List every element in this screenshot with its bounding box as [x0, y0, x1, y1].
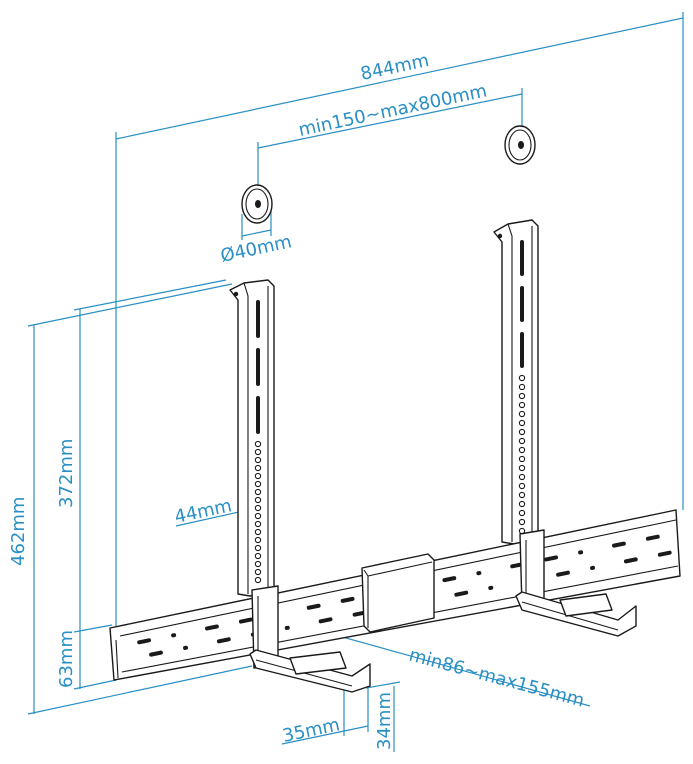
bar-slot	[476, 571, 482, 576]
washer-left	[241, 184, 273, 224]
left-vertical-arm	[229, 279, 275, 597]
washer-right	[504, 125, 536, 165]
arm-hole	[518, 392, 526, 400]
arm-hole	[254, 512, 262, 520]
bar-slot	[556, 570, 570, 577]
arm-height-label: 372mm	[56, 439, 77, 508]
arm-hole	[254, 576, 262, 584]
dimension-lines	[27, 12, 684, 752]
shelf-depth-dim-line	[309, 627, 591, 707]
left-arm-holes	[254, 440, 262, 584]
lip-height-ext-top	[365, 681, 401, 689]
total-height-label: 462mm	[8, 497, 29, 566]
arm-hole	[254, 520, 262, 528]
bar-slot	[623, 557, 638, 564]
arm-height-ext-top	[73, 279, 227, 311]
lip-width-label: 35mm	[281, 714, 342, 747]
arm-hole	[518, 473, 526, 481]
bar-slot	[137, 638, 151, 645]
bar-slot	[183, 645, 189, 650]
total-height-ext-top	[27, 283, 233, 327]
arm-hole	[254, 552, 262, 560]
bar-slot	[318, 617, 333, 624]
arm-hole	[254, 488, 262, 496]
arm-height-ext-bottom	[73, 679, 117, 690]
arm-hole	[254, 496, 262, 504]
center-connector	[361, 553, 435, 633]
arm-hole	[254, 504, 262, 512]
lip-width-dim-line	[281, 725, 369, 745]
arm-hole	[254, 560, 262, 568]
arm-hole	[254, 568, 262, 576]
arm-hole	[518, 455, 526, 463]
shelf-depth-label: min86~max155mm	[407, 645, 587, 712]
arm-hole	[254, 440, 262, 448]
bar-slot	[171, 633, 177, 638]
arm-hole	[518, 437, 526, 445]
arm-hole	[518, 446, 526, 454]
total-height-ext-bottom	[27, 665, 253, 715]
bar-slot	[454, 590, 469, 597]
bar-slot	[544, 555, 558, 562]
arm-hole	[254, 480, 262, 488]
vesa-dim-line	[257, 93, 523, 149]
arm-hole	[518, 419, 526, 427]
bar-slot	[238, 617, 253, 624]
bar-slot	[149, 650, 163, 657]
arm-hole	[518, 428, 526, 436]
arm-hole	[254, 464, 262, 472]
arm-hole	[518, 500, 526, 508]
arm-width-label: 44mm	[173, 495, 234, 528]
right-vertical-arm	[493, 219, 539, 545]
washer-dim-line	[241, 229, 272, 237]
arm-hole	[254, 472, 262, 480]
arm-hole	[254, 536, 262, 544]
arm-hole	[518, 383, 526, 391]
arm-hole	[518, 374, 526, 382]
arm-hole	[518, 518, 526, 526]
arm-hole	[518, 491, 526, 499]
arm-hole	[518, 401, 526, 409]
bar-slot	[578, 550, 584, 555]
bar-slot	[284, 625, 290, 630]
overall-width-dim-line	[115, 17, 684, 140]
bar-slot	[657, 550, 672, 557]
bar-slot	[442, 576, 457, 583]
bar-slot	[306, 603, 321, 610]
bar-height-ext-top	[73, 624, 113, 633]
bar-slot	[216, 637, 231, 644]
arm-hole	[518, 464, 526, 472]
lip-height-label: 34mm	[374, 692, 395, 750]
arm-hole	[254, 528, 262, 536]
arm-hole	[518, 509, 526, 517]
arm-hole	[254, 544, 262, 552]
bar-slot	[488, 585, 494, 591]
bar-height-label: 63mm	[56, 630, 77, 688]
arm-hole	[254, 448, 262, 456]
washer-diameter-label: Ø40mm	[219, 231, 294, 267]
left-shelf-arm	[249, 585, 371, 693]
bar-slot	[340, 596, 355, 603]
bar-slot	[645, 534, 660, 541]
right-arm-holes	[518, 374, 526, 535]
vesa-spacing-label: min150~max800mm	[297, 80, 489, 140]
bar-slot	[590, 565, 596, 571]
arm-hole	[518, 410, 526, 418]
bar-slot	[205, 624, 219, 631]
arm-hole	[254, 456, 262, 464]
bar-slot	[612, 541, 626, 548]
right-shelf-arm	[515, 529, 637, 637]
arm-hole	[518, 482, 526, 490]
